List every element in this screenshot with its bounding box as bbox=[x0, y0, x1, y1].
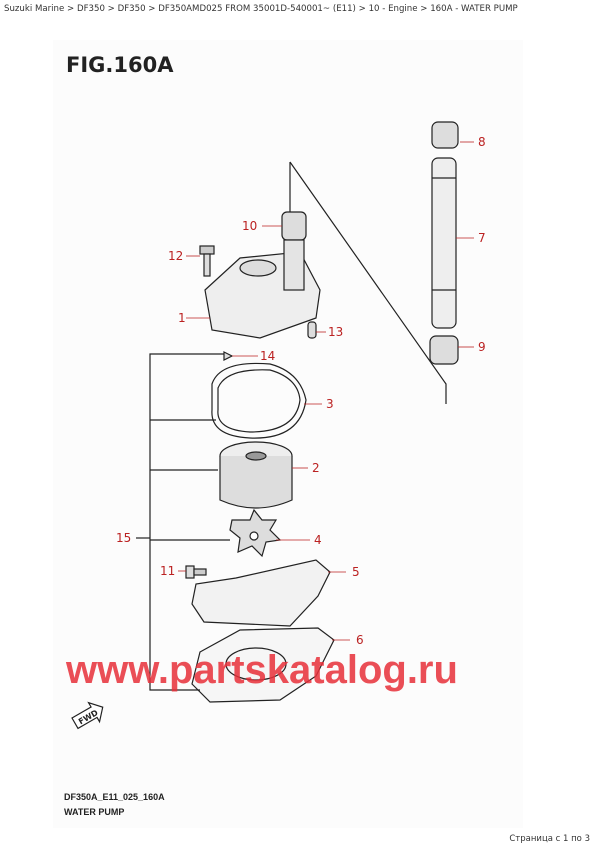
part-2-liner bbox=[219, 441, 293, 509]
callout-12[interactable]: 12 bbox=[168, 249, 183, 263]
callout-8[interactable]: 8 bbox=[478, 135, 486, 149]
callout-6[interactable]: 6 bbox=[356, 633, 364, 647]
callout-3[interactable]: 3 bbox=[326, 397, 334, 411]
guide-line bbox=[289, 161, 447, 404]
pagination: Страница с 1 по 3 bbox=[509, 834, 590, 844]
callout-5[interactable]: 5 bbox=[352, 565, 360, 579]
callout-15[interactable]: 15 bbox=[116, 531, 131, 545]
fwd-arrow-icon: FWD bbox=[71, 701, 104, 730]
part-4-impeller bbox=[229, 508, 282, 558]
callout-2[interactable]: 2 bbox=[312, 461, 320, 475]
callout-13[interactable]: 13 bbox=[328, 325, 343, 339]
callout-11[interactable]: 11 bbox=[160, 564, 175, 578]
callout-1[interactable]: 1 bbox=[178, 311, 186, 325]
callout-9[interactable]: 9 bbox=[478, 340, 486, 354]
figure-code: DF350A_E11_025_160A bbox=[64, 792, 165, 802]
part-10-seal bbox=[281, 211, 307, 241]
part-13-pin bbox=[307, 321, 317, 339]
part-1-pump-case bbox=[204, 239, 321, 339]
part-8-cap bbox=[431, 121, 459, 149]
callout-14[interactable]: 14 bbox=[260, 349, 275, 363]
callout-7[interactable]: 7 bbox=[478, 231, 486, 245]
part-3-gasket bbox=[211, 362, 307, 439]
callout-4[interactable]: 4 bbox=[314, 533, 322, 547]
callout-10[interactable]: 10 bbox=[242, 219, 257, 233]
watermark: www.partskatalog.ru bbox=[66, 648, 458, 692]
figure-name: WATER PUMP bbox=[64, 807, 125, 817]
part-14-key bbox=[223, 351, 234, 361]
leader-lines bbox=[178, 141, 474, 641]
part-9-grommet bbox=[429, 335, 459, 365]
figure-title: FIG.160A bbox=[66, 53, 174, 77]
bracket-15 bbox=[149, 353, 224, 691]
part-5-plate bbox=[191, 559, 331, 627]
part-11-bolt bbox=[185, 565, 207, 579]
part-12-bolt bbox=[199, 245, 215, 277]
part-7-pipe bbox=[431, 157, 457, 329]
breadcrumb[interactable]: Suzuki Marine > DF350 > DF350 > DF350AMD… bbox=[4, 4, 518, 14]
